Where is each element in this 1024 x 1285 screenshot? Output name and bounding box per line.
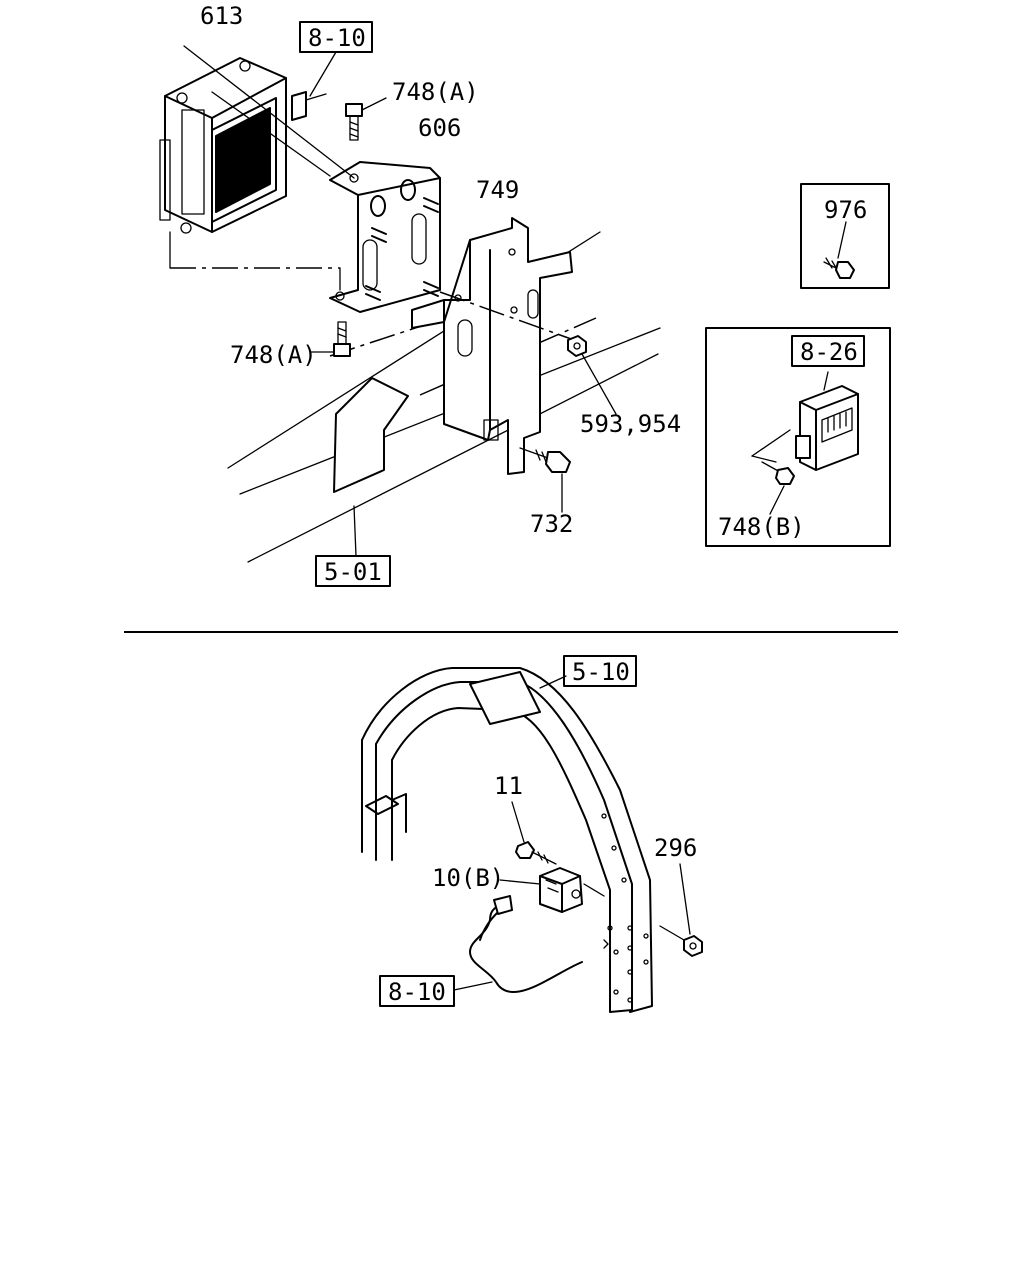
- bolt-732: [519, 447, 571, 513]
- bracket-606: [183, 45, 441, 313]
- harness-8-10-bottom: [453, 895, 583, 993]
- bolt-748a-top: [345, 97, 387, 141]
- label-606: 606: [418, 114, 461, 142]
- detail-box-976: [800, 183, 890, 289]
- bracket-749: [411, 217, 575, 475]
- nut-593-954: [567, 335, 617, 415]
- label-748b: 748(B): [718, 513, 805, 541]
- detail-box-8-26: [705, 327, 891, 547]
- nut-296: [659, 863, 703, 957]
- label-748a-top: 748(A): [392, 78, 479, 106]
- part-labels: 613 606 748(A) 748(A) 749 593,954 732 97…: [200, 2, 867, 892]
- ref-5-10: 5-10: [572, 658, 630, 686]
- label-749: 749: [476, 176, 519, 204]
- label-613: 613: [200, 2, 243, 30]
- label-748a-left: 748(A): [230, 341, 317, 369]
- bolt-11: [511, 801, 557, 865]
- frame-gusset: [333, 377, 409, 493]
- ref-8-26: 8-26: [800, 338, 858, 366]
- label-10b: 10(B): [432, 864, 504, 892]
- bolt-748a-left: [309, 321, 351, 357]
- label-976: 976: [824, 196, 867, 224]
- label-732: 732: [530, 510, 573, 538]
- connector-8-10-top: [291, 51, 337, 121]
- reference-boxes: 8-10 8-26 5-01 5-10 8-10: [299, 21, 865, 1007]
- ref-5-01: 5-01: [324, 558, 382, 586]
- ref-8-10-top: 8-10: [308, 24, 366, 52]
- label-296: 296: [654, 834, 697, 862]
- sensor-10b: [499, 867, 605, 913]
- control-unit-613: [159, 57, 341, 291]
- label-11: 11: [494, 772, 523, 800]
- label-593-954: 593,954: [580, 410, 681, 438]
- arch-frame-5-10: [361, 667, 653, 1013]
- ref-8-10-bottom: 8-10: [388, 978, 446, 1006]
